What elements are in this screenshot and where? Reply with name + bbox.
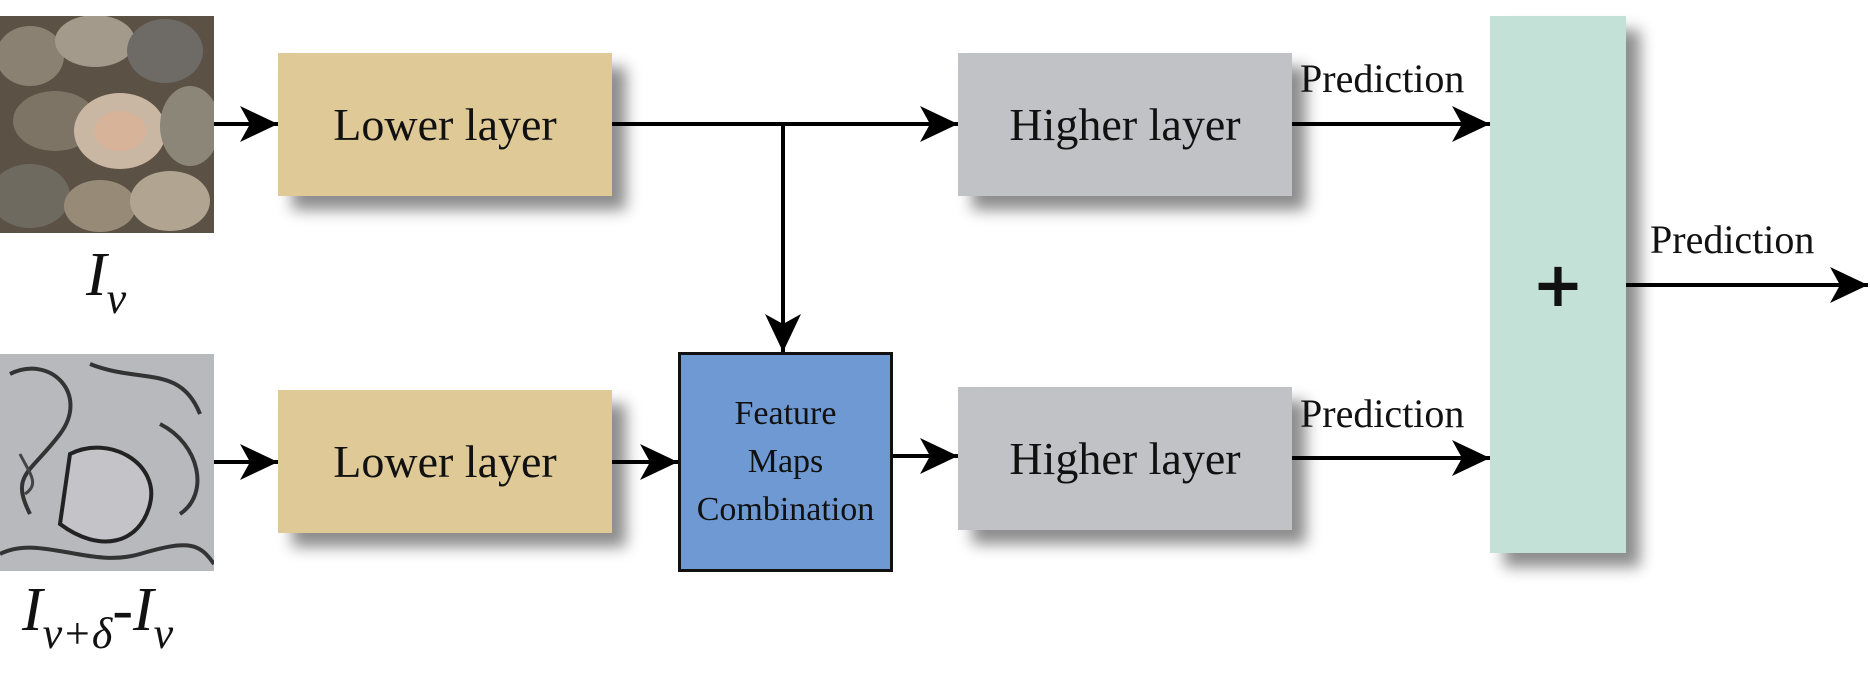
plus-icon: + xyxy=(1532,248,1584,321)
symbol-i: I xyxy=(86,241,107,309)
input-symbol-top: Iv xyxy=(86,240,126,323)
higher-layer-top: Higher layer xyxy=(958,53,1292,196)
rgb-input-image xyxy=(0,16,214,233)
input-symbol-bottom: Iv+δ-Iv xyxy=(22,575,173,658)
higher-layer-bottom-label: Higher layer xyxy=(1009,433,1241,484)
higher-layer-top-label: Higher layer xyxy=(1009,99,1241,150)
subscript-v: v xyxy=(106,274,127,323)
lower-layer-bottom: Lower layer xyxy=(278,390,612,533)
feature-maps-combination: Feature Maps Combination xyxy=(678,352,893,572)
lower-layer-top-label: Lower layer xyxy=(333,99,557,150)
prediction-label-top: Prediction xyxy=(1300,56,1465,101)
minus-sign: - xyxy=(112,576,133,644)
fmc-line-1: Feature xyxy=(734,395,837,432)
fmc-line-3: Combination xyxy=(696,491,875,528)
symbol-i-a: I xyxy=(22,576,43,644)
prediction-label-output: Prediction xyxy=(1650,217,1815,262)
subscript-v-b: v xyxy=(153,609,174,658)
lower-layer-bottom-label: Lower layer xyxy=(333,436,557,487)
sum-node: + xyxy=(1490,16,1626,553)
fmc-line-2: Maps xyxy=(747,443,824,480)
higher-layer-bottom: Higher layer xyxy=(958,387,1292,530)
subscript-v-delta: v+δ xyxy=(42,609,113,658)
lower-layer-top: Lower layer xyxy=(278,53,612,196)
prediction-label-bottom: Prediction xyxy=(1300,391,1465,436)
symbol-i-b: I xyxy=(133,576,154,644)
difference-input-image xyxy=(0,354,214,571)
